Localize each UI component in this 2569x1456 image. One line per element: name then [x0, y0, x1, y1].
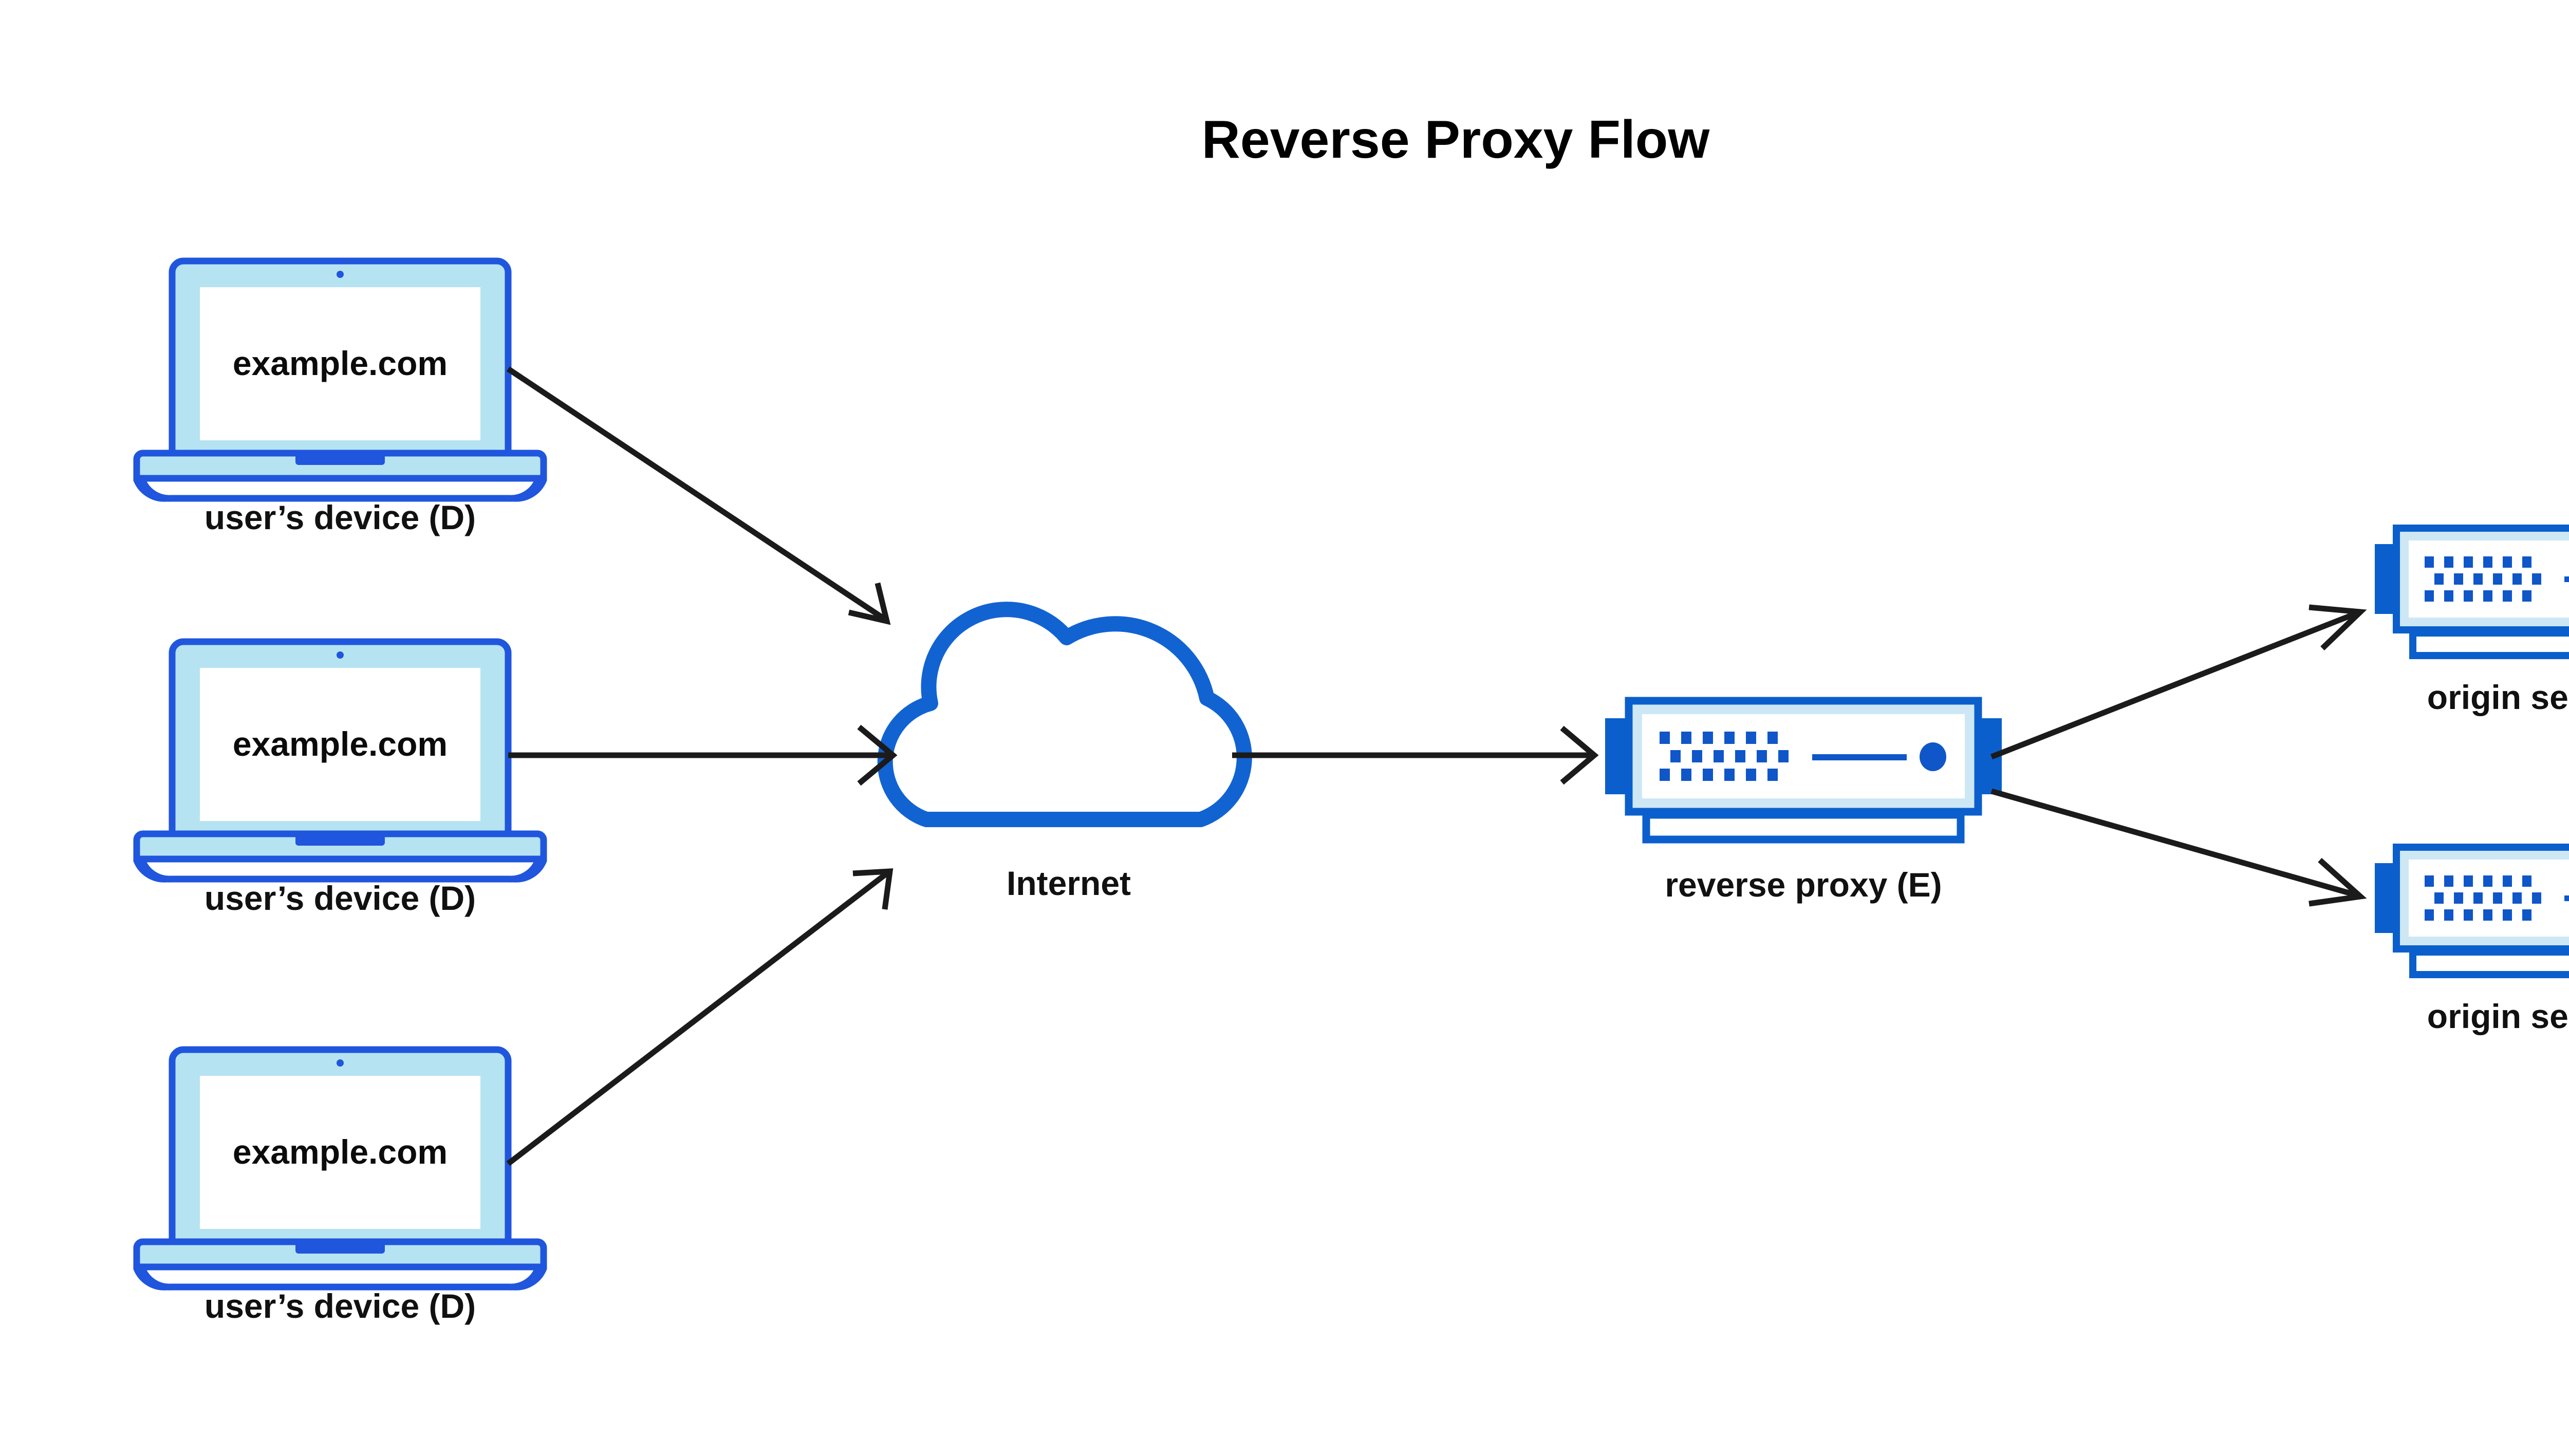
server-icon-origin-bottom[interactable]	[2375, 844, 2569, 978]
label-internet: Internet	[1007, 864, 1131, 902]
laptop-screen	[200, 668, 480, 821]
edge-reverse-proxy-to-origin-top	[1990, 604, 2367, 760]
label-device-top: user’s device (D)	[204, 498, 476, 536]
server-face-panel	[1642, 714, 1965, 798]
laptop-trackpad-notch	[295, 835, 385, 846]
edge-reverse-proxy-to-origin-bottom	[1990, 788, 2367, 907]
server-status-line-icon	[2564, 576, 2569, 582]
laptop-screen-text: example.com	[233, 344, 448, 382]
label-origin-top: origin server (F)	[2427, 678, 2569, 716]
label-origin-bottom: origin server (F)	[2427, 997, 2569, 1035]
laptop-camera-icon	[337, 271, 344, 278]
laptop-base-lip	[137, 1263, 543, 1291]
server-face-panel	[2409, 540, 2569, 618]
server-status-line-icon	[1812, 754, 1907, 760]
server-face-panel	[2409, 860, 2569, 937]
laptop-icon-device-middle[interactable]: example.com	[133, 638, 547, 883]
laptop-trackpad-notch	[295, 454, 385, 465]
page-title: Reverse Proxy Flow	[1202, 110, 1710, 170]
edge-device-bottom-to-internet	[506, 868, 893, 1166]
edge-internet-to-reverse-proxy	[1232, 725, 1599, 785]
server-base-shelf	[2409, 948, 2569, 978]
laptop-trackpad-notch	[295, 1243, 385, 1254]
server-status-line-icon	[2564, 895, 2569, 901]
server-dot-matrix-icon	[2425, 875, 2541, 921]
server-base-shelf	[2409, 629, 2569, 659]
server-dot-matrix-icon	[1660, 732, 1789, 781]
laptop-camera-icon	[337, 651, 344, 659]
label-reverse-proxy: reverse proxy (E)	[1665, 866, 1942, 904]
server-base-shelf	[1642, 811, 1965, 844]
edge-device-top-to-internet	[506, 366, 891, 625]
laptop-screen	[200, 287, 480, 440]
laptop-screen-text: example.com	[233, 725, 448, 763]
server-icon-reverse-proxy[interactable]	[1605, 697, 2002, 844]
edge-device-middle-to-internet	[508, 724, 898, 786]
laptop-base-lip	[137, 475, 543, 502]
cloud-icon-internet[interactable]	[877, 602, 1252, 827]
laptop-icon-device-top[interactable]: example.com	[133, 257, 547, 502]
server-dot-matrix-icon	[2425, 556, 2541, 602]
label-device-bottom: user’s device (D)	[204, 1287, 476, 1325]
laptop-screen	[200, 1076, 480, 1229]
label-device-middle: user’s device (D)	[204, 879, 476, 917]
server-status-light-icon	[1920, 742, 1946, 771]
server-icon-origin-top[interactable]	[2375, 525, 2569, 659]
laptop-base-lip	[137, 855, 543, 883]
laptop-camera-icon	[337, 1059, 344, 1067]
laptop-screen-text: example.com	[233, 1133, 448, 1171]
laptop-icon-device-bottom[interactable]: example.com	[133, 1046, 547, 1291]
cloud-shape	[877, 602, 1252, 827]
